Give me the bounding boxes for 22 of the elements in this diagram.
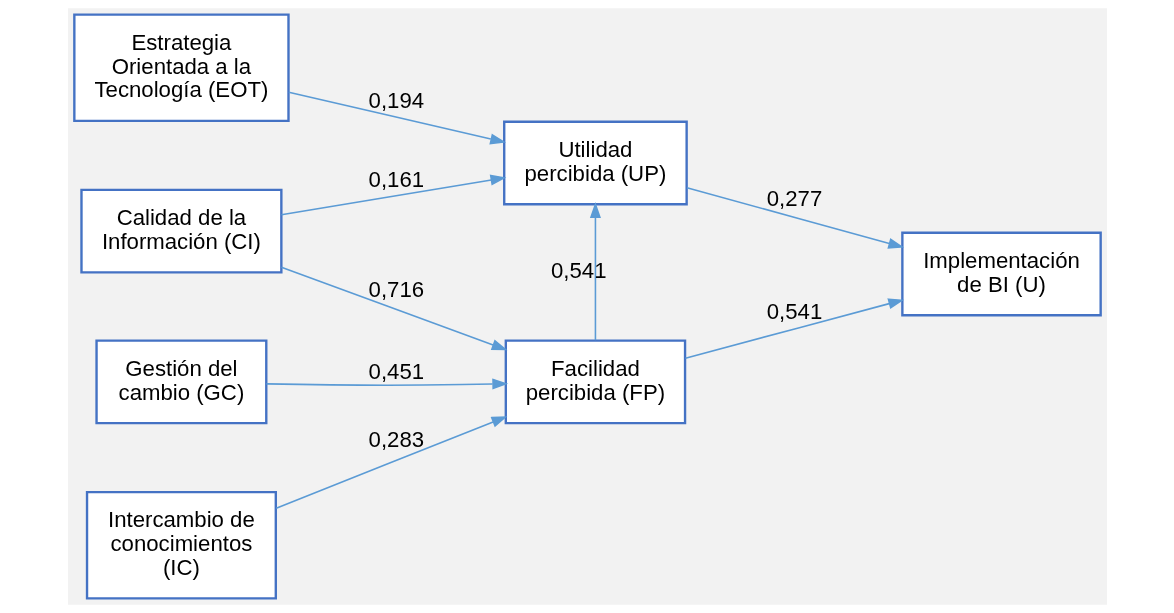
edge-label: 0,451 <box>368 358 424 384</box>
node-box: Implementación de BI (U) <box>900 231 1102 317</box>
edge-label: 0,277 <box>766 186 822 212</box>
arrow <box>265 378 508 390</box>
edge-label: 0,716 <box>368 276 424 302</box>
arrow <box>287 91 506 145</box>
arrow <box>684 298 904 359</box>
edge-label: 0,161 <box>368 167 424 193</box>
arrow <box>280 266 508 351</box>
edge-label: 0,541 <box>766 298 822 324</box>
node-box: Utilidad percibida (UP) <box>502 120 688 206</box>
edge-label: 0,194 <box>368 87 424 113</box>
node-box: Intercambio de conocimientos (IC) <box>85 490 277 600</box>
arrow <box>274 416 507 509</box>
arrow <box>685 186 904 249</box>
node-box: Calidad de la Información (CI) <box>79 188 283 274</box>
arrow <box>589 202 601 341</box>
edge-label: 0,283 <box>368 427 424 453</box>
node-box: Facilidad percibida (FP) <box>504 339 686 425</box>
arrow <box>280 174 506 216</box>
node-box: Estrategia Orientada a la Tecnología (EOT) <box>72 13 290 123</box>
node-box: Gestión del cambio (GC) <box>94 339 267 425</box>
